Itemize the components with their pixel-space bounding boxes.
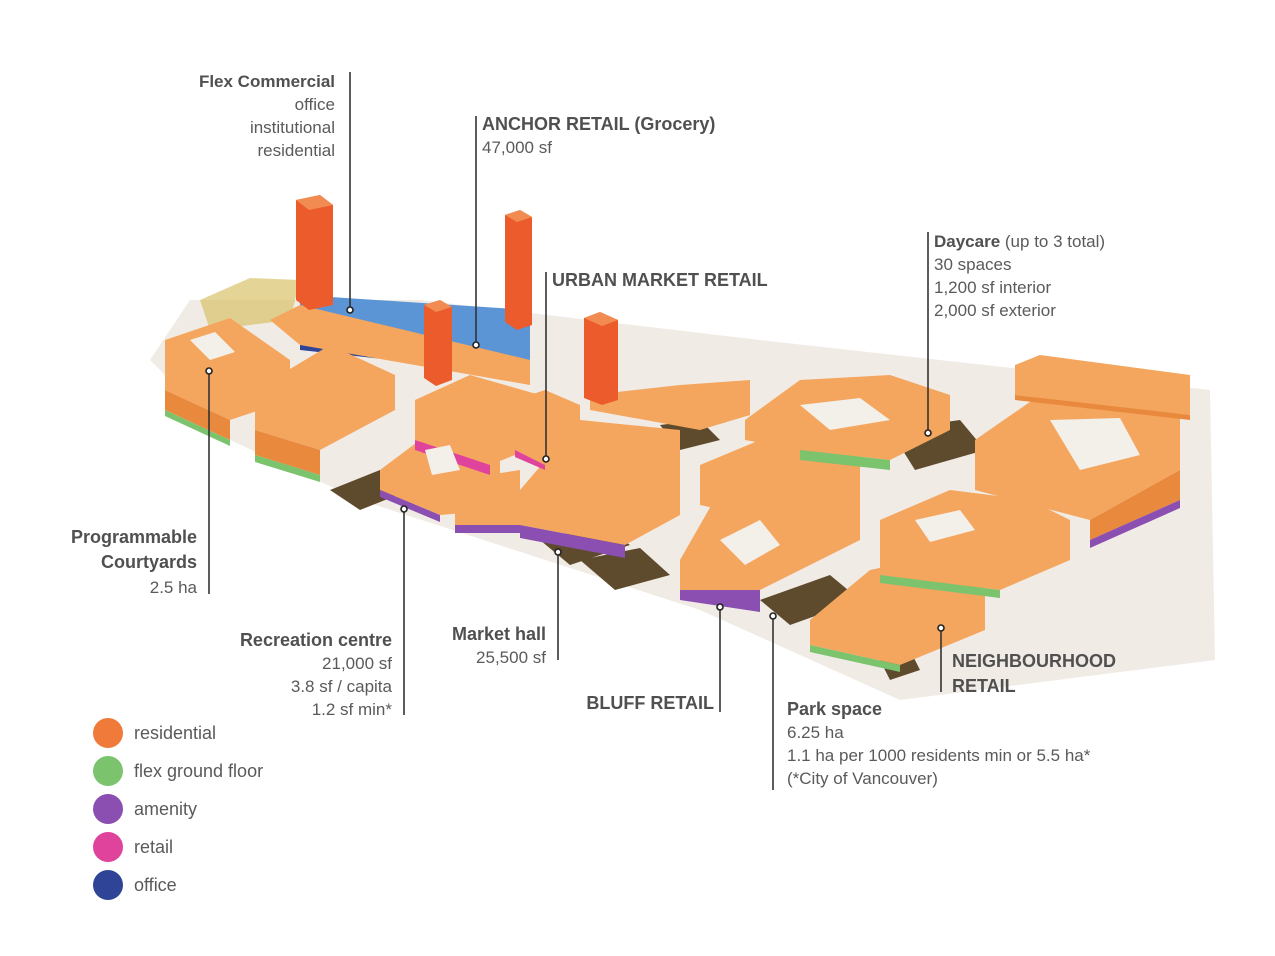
legend-item-office: office: [93, 866, 263, 904]
legend: residential flex ground floor amenity re…: [93, 714, 263, 904]
leader-dots: [205, 306, 945, 632]
label-bluff-retail: BLUFF RETAIL: [586, 693, 714, 713]
label-market-hall: Market hall 25,500 sf: [451, 624, 546, 667]
label-neighbourhood-retail: NEIGHBOURHOOD RETAIL: [952, 651, 1117, 696]
legend-item-amenity: amenity: [93, 790, 263, 828]
label-daycare: Daycare (up to 3 total) 30 spaces 1,200 …: [934, 232, 1106, 320]
legend-item-retail: retail: [93, 828, 263, 866]
label-anchor-retail: ANCHOR RETAIL (Grocery) 47,000 sf: [482, 114, 716, 157]
legend-swatch: [93, 794, 123, 824]
label-park-space: Park space 6.25 ha 1.1 ha per 1000 resid…: [787, 699, 1091, 788]
label-recreation-centre: Recreation centre 21,000 sf 3.8 sf / cap…: [239, 630, 392, 719]
label-programmable-courtyards: Programmable Courtyards 2.5 ha: [70, 527, 197, 597]
label-flex-commercial: Flex Commercial office institutional res…: [198, 72, 335, 160]
legend-item-residential: residential: [93, 714, 263, 752]
towers: [296, 195, 618, 405]
legend-swatch: [93, 718, 123, 748]
legend-swatch: [93, 870, 123, 900]
legend-item-flex-ground-floor: flex ground floor: [93, 752, 263, 790]
site-grass: [200, 278, 300, 330]
label-urban-market-retail: URBAN MARKET RETAIL: [552, 270, 768, 290]
legend-swatch: [93, 756, 123, 786]
leader-lines: [208, 72, 942, 790]
legend-swatch: [93, 832, 123, 862]
